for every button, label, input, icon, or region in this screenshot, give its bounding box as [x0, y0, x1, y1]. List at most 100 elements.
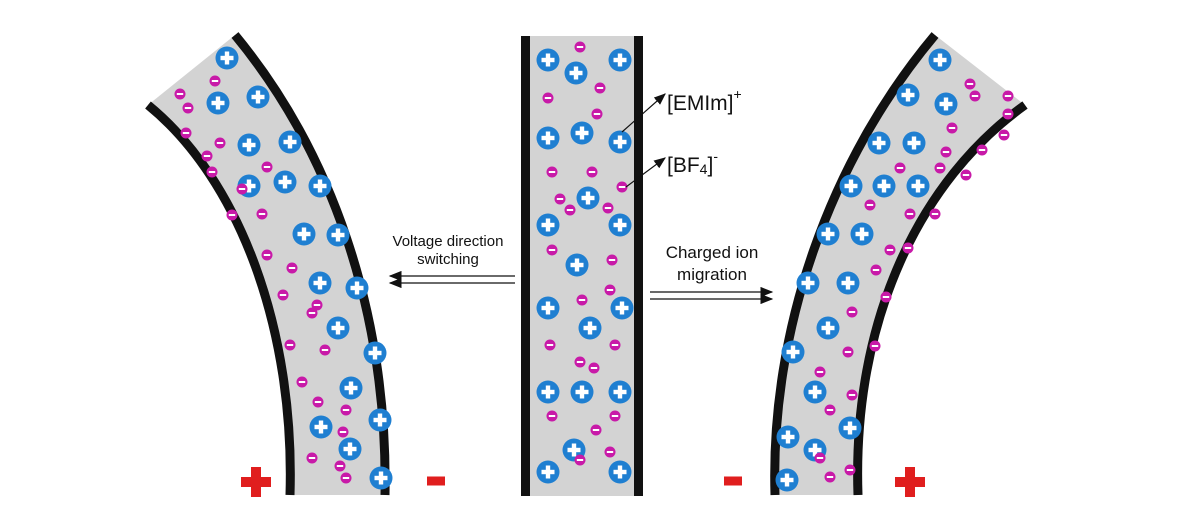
minus-circle-icon: [574, 41, 586, 53]
plus-circle-icon: [839, 174, 863, 198]
minus-circle-icon: [334, 460, 346, 472]
plus-circle-icon: [867, 131, 891, 155]
plus-circle-icon: [608, 48, 632, 72]
minus-circle-icon: [814, 452, 826, 464]
minus-circle-icon: [226, 209, 238, 221]
plus-circle-icon: [345, 276, 369, 300]
minus-circle-icon: [201, 150, 213, 162]
minus-circle-icon: [844, 464, 856, 476]
plus-circle-icon: [872, 174, 896, 198]
plus-circle-icon: [338, 437, 362, 461]
minus-circle-icon: [929, 208, 941, 220]
minus-circle-icon: [591, 108, 603, 120]
ion-migration-annotation: Charged ion migration: [650, 243, 774, 305]
minus-circle-icon: [902, 242, 914, 254]
plus-circle-icon: [803, 380, 827, 404]
minus-circle-icon: [814, 366, 826, 378]
plus-circle-icon: [775, 468, 799, 492]
center-neutral-actuator: [521, 36, 643, 496]
minus-circle-icon: [880, 291, 892, 303]
minus-circle-icon: [824, 471, 836, 483]
minus-circle-icon: [546, 410, 558, 422]
plus-circle-icon: [237, 133, 261, 157]
plus-circle-icon: [215, 46, 239, 70]
plus-circle-icon: [536, 213, 560, 237]
plus-circle-icon: [816, 222, 840, 246]
minus-circle-icon: [976, 144, 988, 156]
minus-circle-icon: [864, 199, 876, 211]
plus-circle-icon: [564, 61, 588, 85]
minus-circle-icon: [236, 183, 248, 195]
minus-circle-icon: [564, 204, 576, 216]
plus-circle-icon: [368, 408, 392, 432]
plus-circle-icon: [570, 380, 594, 404]
right-inner-sign: [724, 476, 742, 486]
left-inner-sign: [427, 476, 445, 486]
plus-circle-icon: [273, 170, 297, 194]
plus-circle-icon: [536, 296, 560, 320]
plus-circle-icon: [326, 316, 350, 340]
minus-circle-icon: [306, 452, 318, 464]
plus-circle-icon: [309, 415, 333, 439]
plus-circle-icon: [796, 271, 820, 295]
right-arrow-label-line2: migration: [677, 265, 747, 284]
plus-circle-icon: [206, 91, 230, 115]
plus-circle-icon: [565, 253, 589, 277]
plus-circle-icon: [363, 341, 387, 365]
minus-circle-icon: [209, 75, 221, 87]
plus-circle-icon: [781, 340, 805, 364]
plus-circle-icon: [934, 92, 958, 116]
minus-circle-icon: [586, 166, 598, 178]
plus-circle-icon: [896, 83, 920, 107]
minus-circle-icon: [590, 424, 602, 436]
left-arrow-label-line2: switching: [417, 251, 479, 268]
minus-circle-icon: [544, 339, 556, 351]
minus-circle-icon: [904, 208, 916, 220]
plus-circle-icon: [608, 460, 632, 484]
plus-circle-icon: [836, 271, 860, 295]
minus-circle-icon: [824, 404, 836, 416]
plus-circle-icon: [776, 425, 800, 449]
minus-circle-icon: [286, 262, 298, 274]
plus-circle-icon: [308, 174, 332, 198]
right-outer-sign: [895, 467, 925, 497]
cation-callout: [EMIm]+: [621, 86, 742, 133]
minus-circle-icon: [180, 127, 192, 139]
plus-circle-icon: [608, 130, 632, 154]
plus-circle-icon: [339, 376, 363, 400]
plus-circle-icon: [278, 130, 302, 154]
plus-circle-icon: [850, 222, 874, 246]
minus-circle-icon: [940, 146, 952, 158]
minus-circle-icon: [340, 404, 352, 416]
minus-circle-icon: [969, 90, 981, 102]
left-outer-sign: [241, 467, 271, 497]
minus-circle-icon: [870, 264, 882, 276]
minus-circle-icon: [998, 129, 1010, 141]
minus-circle-icon: [312, 396, 324, 408]
minus-circle-icon: [964, 78, 976, 90]
left-arrow-label-line1: Voltage direction: [393, 233, 504, 250]
plus-circle-icon: [570, 121, 594, 145]
plus-circle-icon: [536, 460, 560, 484]
minus-circle-icon: [256, 208, 268, 220]
plus-circle-icon: [928, 48, 952, 72]
center-left-electrode: [521, 36, 530, 496]
minus-circle-icon: [1002, 108, 1014, 120]
plus-circle-icon: [246, 85, 270, 109]
plus-circle-icon: [292, 222, 316, 246]
minus-circle-icon: [1002, 90, 1014, 102]
minus-circle-icon: [574, 356, 586, 368]
minus-circle-icon: [609, 410, 621, 422]
plus-circle-icon: [906, 174, 930, 198]
plus-circle-icon: [576, 186, 600, 210]
minus-circle-icon: [576, 294, 588, 306]
minus-circle-icon: [337, 426, 349, 438]
minus-circle-icon: [546, 244, 558, 256]
minus-circle-icon: [842, 346, 854, 358]
minus-circle-icon: [594, 82, 606, 94]
right-bent-actuator: [770, 32, 1028, 496]
minus-circle-icon: [604, 284, 616, 296]
minus-circle-icon: [846, 389, 858, 401]
minus-circle-icon: [261, 249, 273, 261]
